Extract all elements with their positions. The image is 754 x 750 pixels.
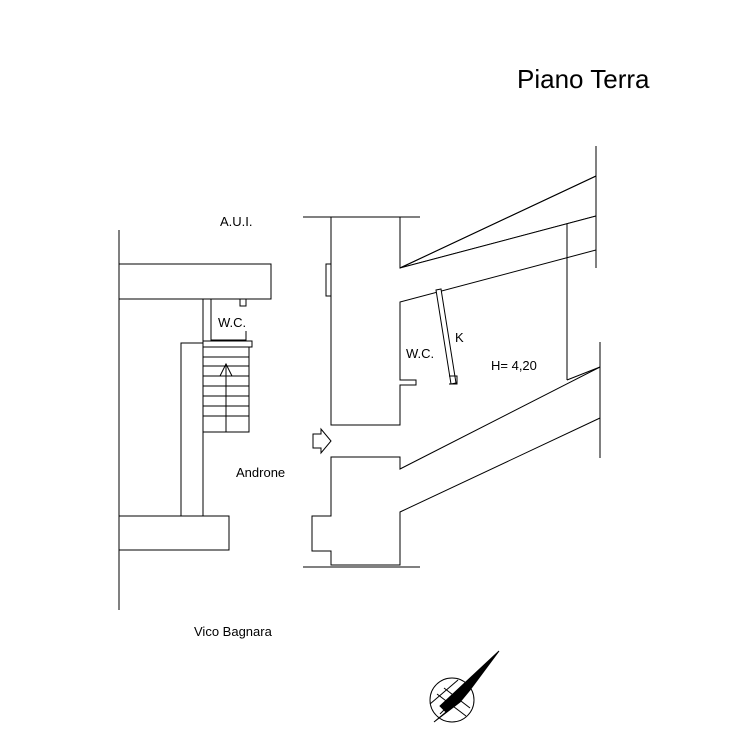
kitchen-partition-end bbox=[449, 375, 458, 385]
right-building bbox=[303, 146, 601, 568]
label-wc-right: W.C. bbox=[406, 346, 434, 361]
plan-title: Piano Terra bbox=[517, 64, 650, 94]
upper-diagonal-line bbox=[399, 175, 597, 269]
label-kitchen: K bbox=[455, 330, 464, 345]
label-street: Vico Bagnara bbox=[194, 624, 273, 639]
wc-left-wall bbox=[202, 298, 212, 348]
stair-top-partition bbox=[202, 340, 253, 348]
wall-niche bbox=[325, 263, 331, 297]
left-building bbox=[118, 230, 272, 610]
lower-diagonal-join bbox=[566, 366, 601, 381]
label-androne: Androne bbox=[236, 465, 285, 480]
staircase bbox=[202, 356, 250, 433]
label-aui: A.U.I. bbox=[220, 214, 253, 229]
lower-right-wall bbox=[311, 366, 601, 566]
stair-left-wall bbox=[180, 342, 204, 517]
wc-left-enclosure bbox=[210, 299, 247, 341]
label-height: H= 4,20 bbox=[491, 358, 537, 373]
lower-left-wall bbox=[118, 515, 230, 551]
upper-left-wall bbox=[118, 263, 272, 300]
entrance-arrow-icon bbox=[312, 427, 332, 455]
kitchen-partition bbox=[435, 288, 457, 385]
north-arrow-icon bbox=[429, 650, 500, 723]
label-wc-left: W.C. bbox=[218, 315, 246, 330]
wc-left-door-jamb bbox=[239, 299, 247, 307]
stair-up-arrow-icon bbox=[219, 362, 233, 377]
